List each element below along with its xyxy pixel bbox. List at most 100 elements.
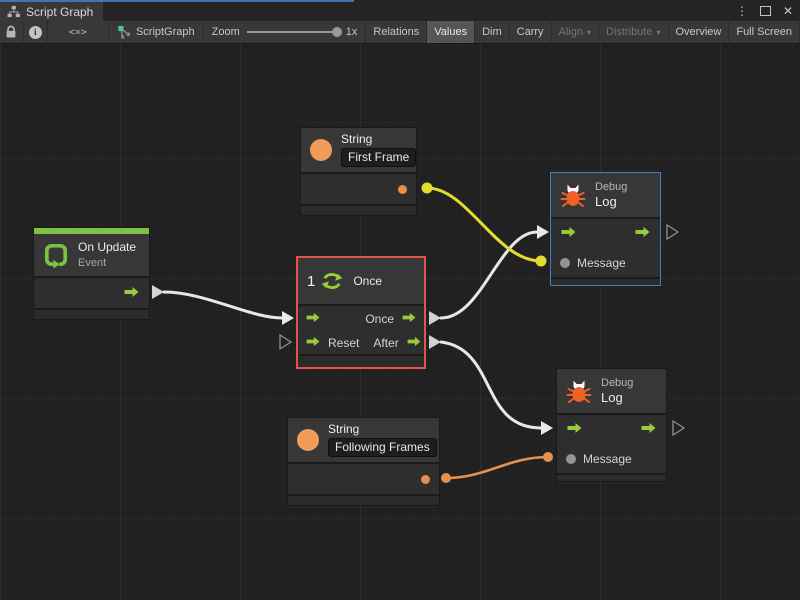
node-title: On Update: [78, 240, 137, 255]
node-header[interactable]: Debug Log: [551, 173, 660, 219]
flow-output-port[interactable]: [406, 336, 422, 350]
wire-once-to-debug-top[interactable]: [439, 230, 539, 320]
message-input-port[interactable]: [566, 453, 576, 464]
string-value-field[interactable]: First Frame: [341, 148, 417, 168]
node-footer: [298, 354, 424, 367]
lock-button[interactable]: [0, 21, 24, 43]
flow-input-port[interactable]: [305, 336, 321, 350]
port-label-once: Once: [365, 311, 394, 326]
node-title: Log: [595, 193, 617, 209]
wire-arrowhead: [541, 421, 553, 435]
maximize-icon[interactable]: [759, 4, 771, 18]
node-surtitle: Debug: [601, 376, 634, 389]
port-row: [557, 415, 666, 443]
flow-in-triangle-empty[interactable]: [279, 333, 293, 351]
string-output-port[interactable]: [398, 185, 407, 194]
values-button[interactable]: Values: [427, 21, 476, 43]
values-label: Values: [434, 26, 468, 38]
graph-toolbar: i <×> ScriptGraph Zoom 1x Relations Valu…: [0, 21, 800, 44]
node-string-first-frame[interactable]: String First Frame: [300, 127, 417, 216]
script-graph-icon: [118, 26, 130, 39]
flow-out-triangle[interactable]: [152, 285, 164, 299]
overview-label: Overview: [675, 26, 722, 38]
focus-highlight-line: [0, 0, 354, 2]
flow-input-port[interactable]: [566, 422, 583, 437]
node-header[interactable]: String Following Frames: [288, 418, 439, 464]
graph-canvas[interactable]: String First Frame On Update Event: [0, 44, 800, 600]
flow-input-port[interactable]: [560, 226, 577, 241]
wire-string-first-to-message[interactable]: [425, 186, 543, 263]
node-header[interactable]: String First Frame: [301, 128, 417, 174]
close-icon[interactable]: ✕: [782, 3, 794, 18]
node-footer: [301, 204, 416, 215]
port-row: Message: [551, 247, 660, 277]
port-row: Message: [557, 443, 666, 473]
graph-tab-icon: [7, 5, 20, 18]
flow-input-port[interactable]: [305, 312, 321, 326]
wire-endpoint-dot[interactable]: [421, 182, 433, 194]
full-screen-button[interactable]: Full Screen: [729, 21, 800, 43]
port-row: Once: [298, 306, 424, 330]
flow-out-triangle-empty[interactable]: [666, 223, 680, 241]
node-header[interactable]: 1 Once: [298, 258, 424, 306]
string-output-port[interactable]: [421, 475, 430, 484]
info-icon: i: [28, 25, 42, 39]
cycle-arrows-icon: [320, 269, 344, 293]
graph-breadcrumb[interactable]: ScriptGraph: [109, 21, 204, 43]
node-header[interactable]: On Update Event: [34, 234, 149, 278]
flow-output-port[interactable]: [640, 422, 657, 437]
wire-after-to-debug-bottom[interactable]: [439, 340, 543, 430]
tab-script-graph[interactable]: Script Graph: [0, 2, 104, 21]
event-accent-bar: [34, 228, 149, 234]
node-footer: [557, 473, 666, 481]
node-debug-log-bottom[interactable]: Debug Log Message: [556, 368, 667, 482]
dim-label: Dim: [482, 26, 502, 38]
distribute-dropdown[interactable]: Distribute▾: [599, 21, 669, 43]
node-header[interactable]: Debug Log: [557, 369, 666, 415]
zoom-label: Zoom: [211, 26, 240, 38]
node-on-update[interactable]: On Update Event: [33, 227, 150, 320]
node-once[interactable]: 1 Once Once Reset After: [296, 256, 426, 369]
message-input-port[interactable]: [560, 257, 570, 268]
wire-layer: [152, 182, 686, 483]
flow-output-port[interactable]: [634, 226, 651, 241]
zoom-slider-handle[interactable]: [331, 27, 342, 37]
full-screen-label: Full Screen: [736, 26, 792, 38]
wire-onupdate-to-once[interactable]: [162, 290, 284, 320]
wire-endpoint-dot[interactable]: [543, 452, 553, 462]
update-loop-icon: [43, 242, 69, 268]
wire-endpoint-dot[interactable]: [535, 255, 547, 267]
carry-button[interactable]: Carry: [510, 21, 552, 43]
chevron-down-icon: ▾: [587, 27, 592, 37]
flow-out-triangle[interactable]: [429, 311, 441, 325]
node-debug-log-top[interactable]: Debug Log Message: [550, 172, 661, 286]
info-button[interactable]: i: [24, 21, 48, 43]
string-literal-icon: [310, 139, 332, 161]
align-dropdown[interactable]: Align▾: [552, 21, 600, 43]
port-row: [551, 219, 660, 247]
flow-out-triangle-empty[interactable]: [672, 419, 686, 437]
dim-button[interactable]: Dim: [475, 21, 510, 43]
bug-icon: [566, 378, 592, 404]
window-menu-icon[interactable]: ⋮: [736, 3, 748, 18]
wire-arrowhead: [537, 225, 549, 239]
code-icon: <×>: [68, 26, 87, 38]
output-row: [288, 464, 439, 494]
zoom-slider[interactable]: [246, 27, 342, 37]
flow-output-port[interactable]: [401, 312, 417, 326]
bug-icon: [560, 182, 586, 208]
string-literal-icon: [297, 429, 319, 451]
overview-button[interactable]: Overview: [669, 21, 730, 43]
string-value-field[interactable]: Following Frames: [328, 438, 437, 458]
inspect-code-button[interactable]: <×>: [48, 21, 109, 43]
flow-output-port[interactable]: [123, 286, 140, 301]
port-label-reset: Reset: [328, 335, 360, 350]
relations-button[interactable]: Relations: [365, 21, 428, 43]
wire-string-following-to-message[interactable]: [444, 455, 550, 480]
graph-name-label: ScriptGraph: [135, 26, 195, 38]
flow-out-triangle[interactable]: [429, 335, 441, 349]
node-string-following-frames[interactable]: String Following Frames: [287, 417, 440, 506]
wire-arrowhead: [282, 311, 294, 325]
wire-endpoint-dot[interactable]: [441, 473, 451, 483]
tab-bar: Script Graph ⋮ ✕: [0, 0, 800, 21]
